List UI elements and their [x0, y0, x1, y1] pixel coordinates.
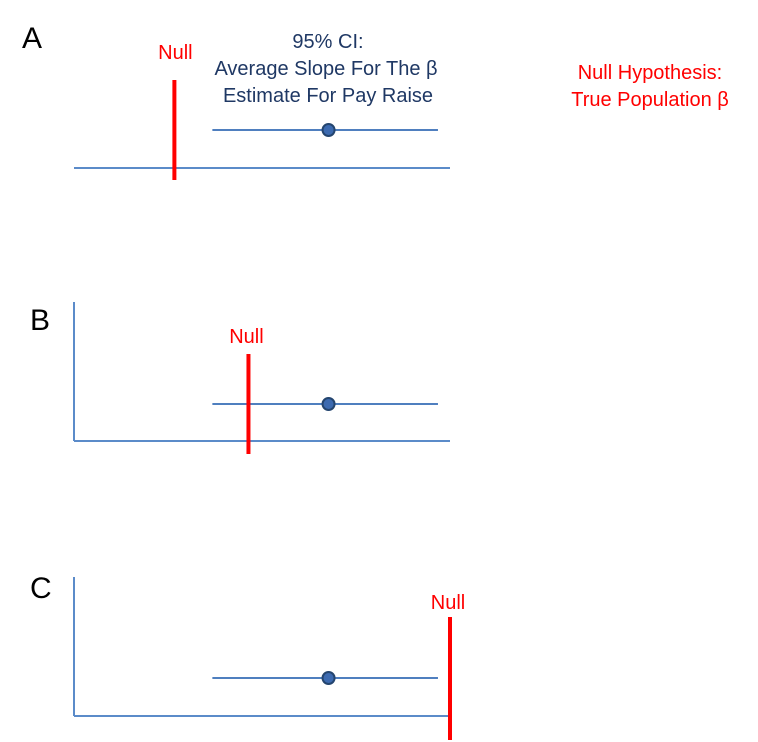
panel-c: C Null: [30, 572, 465, 740]
panel-b-null-label: Null: [229, 326, 263, 348]
panel-c-letter: C: [30, 572, 52, 605]
ci-caption-line-3: Estimate For Pay Raise: [223, 85, 433, 107]
panel-b: B Null: [30, 302, 450, 454]
panel-c-null-label: Null: [431, 592, 465, 614]
panel-a-null-label: Null: [158, 42, 192, 64]
panel-b-letter: B: [30, 304, 50, 337]
panel-a: A Null: [22, 22, 450, 180]
ci-caption-line-2: Average Slope For The β: [214, 58, 437, 80]
hypothesis-caption-line-2: True Population β: [571, 89, 729, 111]
panel-a-estimate-point: [321, 123, 336, 137]
hypothesis-caption-line-1: Null Hypothesis:: [578, 62, 723, 84]
panel-a-letter: A: [22, 22, 42, 55]
panel-c-estimate-point: [321, 671, 336, 685]
panel-b-estimate-point: [321, 397, 336, 411]
ci-caption-line-1: 95% CI:: [292, 31, 363, 53]
